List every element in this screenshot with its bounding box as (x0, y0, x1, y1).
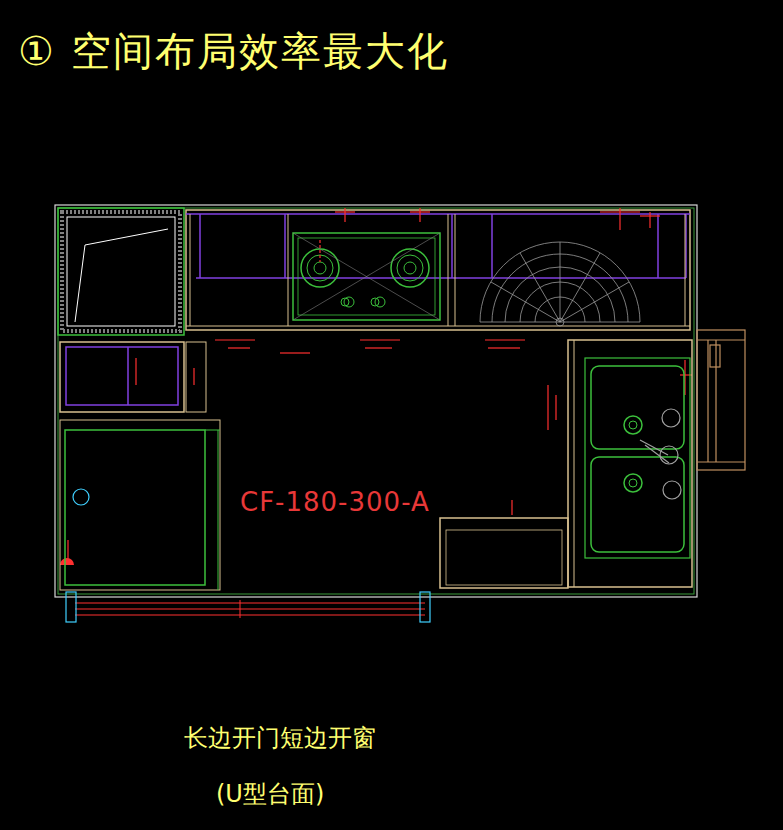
socket (73, 489, 89, 505)
right-counter (568, 340, 692, 587)
cooktop-hatch (293, 233, 440, 320)
cabinet-divider (127, 347, 129, 405)
wall-mark (60, 558, 74, 565)
counter-edge (574, 340, 575, 587)
window (697, 330, 745, 470)
left-cabinet-inner (66, 347, 178, 405)
corner-carousel (480, 242, 640, 326)
left-cabinet (60, 342, 184, 412)
wall-inner (58, 208, 694, 594)
gas-valve (341, 298, 349, 306)
sliding-door (66, 592, 430, 622)
gas-valve (371, 298, 379, 306)
note-label: (U型台面) (216, 778, 324, 810)
bottom-cabinet (440, 518, 568, 588)
bottom-cabinet-inner (446, 530, 562, 585)
drain (624, 416, 642, 492)
fridge-hatch (62, 212, 180, 331)
fridge-inner (67, 217, 175, 326)
title: ① 空间布局效率最大化 (18, 24, 449, 79)
sink-basin (591, 366, 684, 449)
cooktop-hatch (293, 233, 440, 320)
fridge-door (85, 229, 168, 245)
cooktop (293, 233, 440, 320)
sink-frame (585, 358, 690, 558)
counter-dividers (190, 214, 685, 326)
counter-edge (186, 326, 690, 327)
fridge-box (58, 208, 184, 335)
tall-unit-frame (60, 420, 220, 590)
room-outline: CF-180-300-A (55, 205, 697, 597)
faucet (640, 409, 681, 499)
dimension-marks (68, 208, 692, 560)
tall-unit (65, 430, 205, 585)
sink-basin (591, 457, 684, 552)
fridge-door (75, 245, 85, 322)
panel (186, 342, 206, 412)
wall-outline (55, 205, 697, 597)
caption: 长边开门短边开窗 (184, 722, 376, 754)
cabinet-dividers (200, 214, 686, 278)
model-code: CF-180-300-A (240, 487, 430, 517)
tall-unit-edge (218, 430, 219, 590)
cabinet-line (186, 213, 690, 215)
top-counter (186, 210, 690, 330)
